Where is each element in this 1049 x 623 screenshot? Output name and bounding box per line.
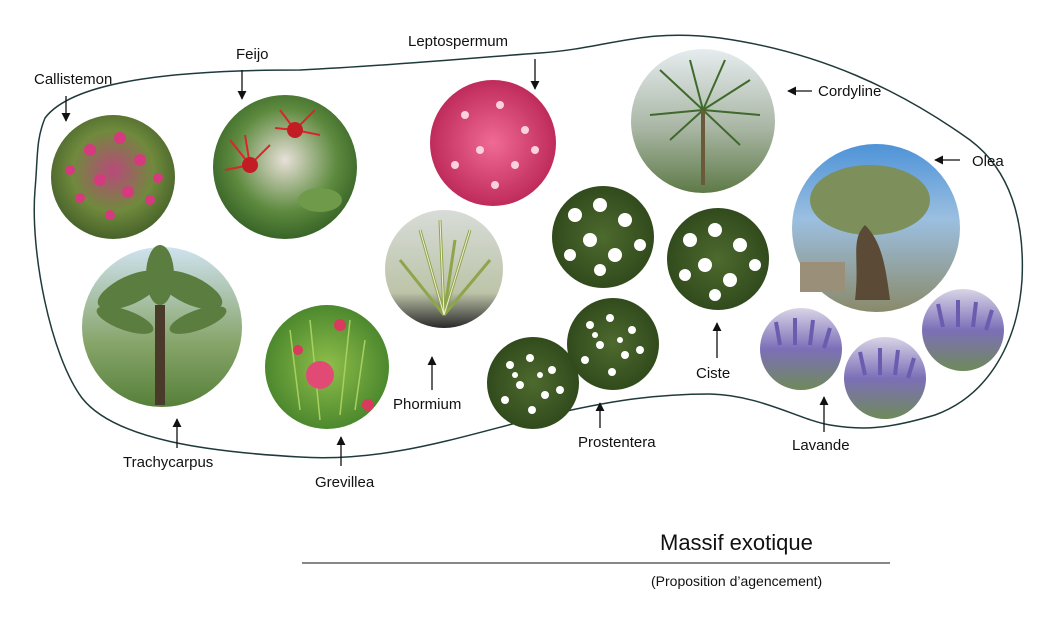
grevillea-photo bbox=[265, 305, 389, 429]
leptospermum-label: Leptospermum bbox=[408, 33, 508, 50]
leptospermum-photo bbox=[430, 80, 556, 206]
arrows bbox=[61, 59, 960, 466]
phormium-photo bbox=[385, 210, 503, 328]
diagram-subtitle: (Proposition d’agencement) bbox=[651, 573, 822, 589]
ciste-photo-1 bbox=[552, 186, 654, 288]
cordyline-photo bbox=[631, 49, 775, 193]
prostanthera-photo-2 bbox=[567, 298, 659, 390]
lavender-photo-2 bbox=[844, 337, 926, 419]
lavande-label: Lavande bbox=[792, 437, 850, 454]
grevillea-label: Grevillea bbox=[315, 474, 375, 491]
trachycarpus-label: Trachycarpus bbox=[123, 454, 213, 471]
phormium-label: Phormium bbox=[393, 396, 461, 413]
olea-label: Olea bbox=[972, 153, 1004, 170]
bed-outline bbox=[33, 34, 1024, 459]
feijo-label: Feijo bbox=[236, 46, 269, 63]
callistemon-label: Callistemon bbox=[34, 71, 112, 88]
cordyline-label: Cordyline bbox=[818, 83, 881, 100]
ciste-label: Ciste bbox=[696, 365, 730, 382]
ciste-photo-2 bbox=[667, 208, 769, 310]
diagram-title: Massif exotique bbox=[660, 530, 813, 555]
prostanthera-photo-1 bbox=[487, 337, 579, 429]
prostentera-label: Prostentera bbox=[578, 434, 656, 451]
lavender-photo-1 bbox=[760, 308, 842, 390]
olea-photo bbox=[792, 144, 960, 312]
trachycarpus-photo bbox=[82, 245, 242, 407]
feijo-photo bbox=[213, 95, 357, 239]
callistemon-photo bbox=[51, 115, 175, 239]
lavender-photo-3 bbox=[922, 289, 1004, 371]
